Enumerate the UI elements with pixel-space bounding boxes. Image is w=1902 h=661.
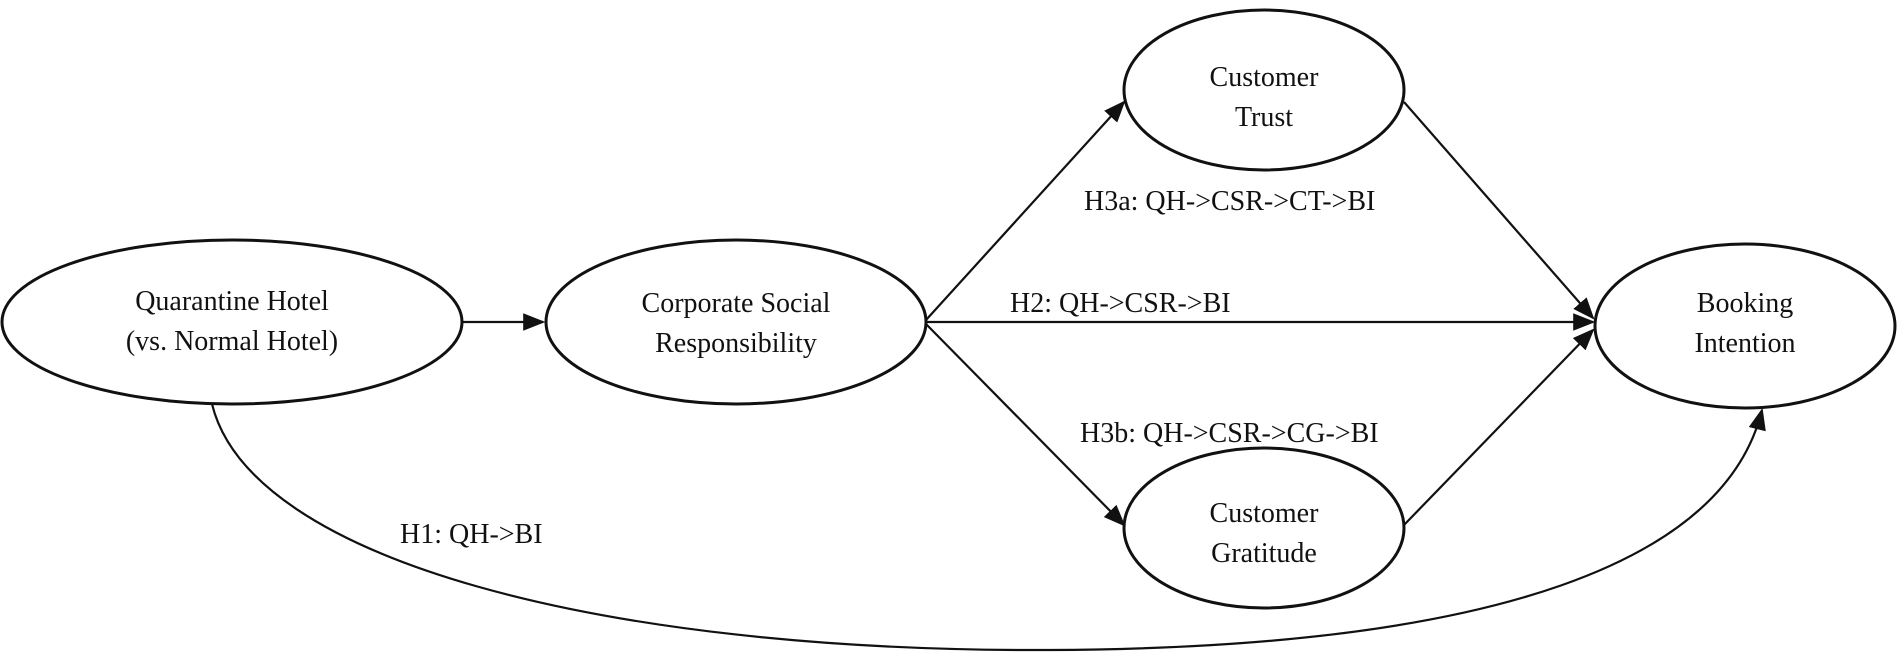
node-customer-trust-line2: Trust — [1235, 102, 1293, 133]
hypothesis-h3a-label: H3a: QH->CSR->CT->BI — [1084, 186, 1375, 217]
edge-qh-to-booking-curve — [210, 403, 1766, 652]
node-customer-trust-line1: Customer — [1210, 62, 1320, 93]
edge-trust-to-booking — [1403, 101, 1595, 320]
node-csr-line2: Responsibility — [655, 328, 817, 359]
hypothesis-h3b-label: H3b: QH->CSR->CG->BI — [1080, 418, 1379, 449]
node-quarantine-hotel: Quarantine Hotel (vs. Normal Hotel) — [0, 238, 464, 406]
node-customer-gratitude: Customer Gratitude — [1122, 446, 1406, 610]
edge-gratitude-to-booking — [1403, 328, 1595, 526]
edge-csr-to-trust — [925, 100, 1126, 321]
node-customer-gratitude-line1: Customer — [1210, 498, 1320, 529]
node-booking-intention: Booking Intention — [1593, 242, 1897, 410]
node-csr-line1: Corporate Social — [642, 288, 831, 319]
node-corporate-social-responsibility: Corporate Social Responsibility — [544, 238, 928, 406]
hypothesis-h1-label: H1: QH->BI — [400, 519, 543, 550]
node-quarantine-hotel-line2: (vs. Normal Hotel) — [126, 326, 338, 357]
node-booking-intention-line2: Intention — [1694, 328, 1795, 359]
node-customer-trust: Customer Trust — [1122, 8, 1406, 172]
hypothesis-h2-label: H2: QH->CSR->BI — [1010, 288, 1231, 319]
edge-csr-to-gratitude — [925, 323, 1126, 527]
node-quarantine-hotel-line1: Quarantine Hotel — [135, 286, 329, 317]
node-booking-intention-line1: Booking — [1697, 288, 1793, 319]
node-customer-gratitude-line2: Gratitude — [1211, 538, 1317, 569]
